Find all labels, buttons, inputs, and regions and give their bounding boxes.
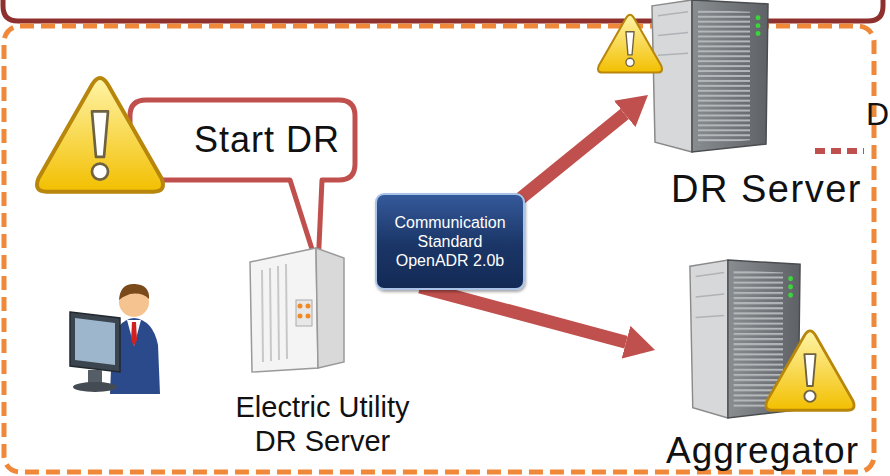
server-node: DR Server [648, 0, 885, 212]
dr-server-icon [652, 0, 768, 152]
server-node: Aggregator [655, 255, 870, 476]
standard-box: Communication Standard OpenADR 2.0b [375, 193, 525, 290]
node-text: DR Server [671, 168, 862, 210]
utility-server-icon [250, 248, 344, 372]
node-text: Electric Utility DR Server [225, 390, 420, 458]
speech-bubble: Start DR [130, 100, 355, 180]
warning-icon [37, 78, 163, 192]
dashed-link [815, 148, 864, 154]
cut-label: D [866, 96, 889, 133]
arrow-connector [420, 287, 626, 342]
operator-icon [70, 284, 160, 394]
node-text: Communication Standard OpenADR 2.0b [385, 213, 515, 270]
warning-icon [598, 15, 662, 73]
warning-icon [766, 331, 854, 410]
node-text: Start DR [194, 119, 340, 161]
node-text: Aggregator [666, 430, 859, 472]
